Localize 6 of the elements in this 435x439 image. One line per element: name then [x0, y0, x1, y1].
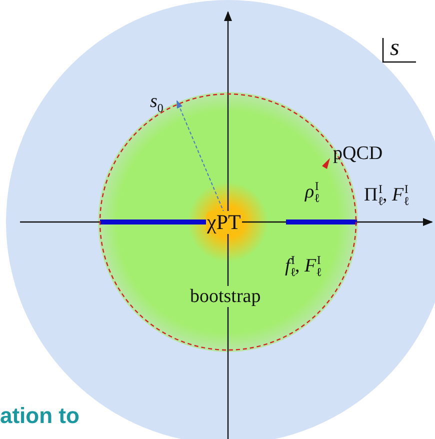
radius-label: s$_{0}$: [150, 92, 164, 114]
variable-label: s: [390, 36, 400, 60]
region-label: χPT: [206, 211, 242, 234]
region-label: pQCD: [333, 144, 383, 163]
heading-fragment: ation to: [0, 405, 80, 427]
region-label: bootstrap: [189, 286, 262, 307]
